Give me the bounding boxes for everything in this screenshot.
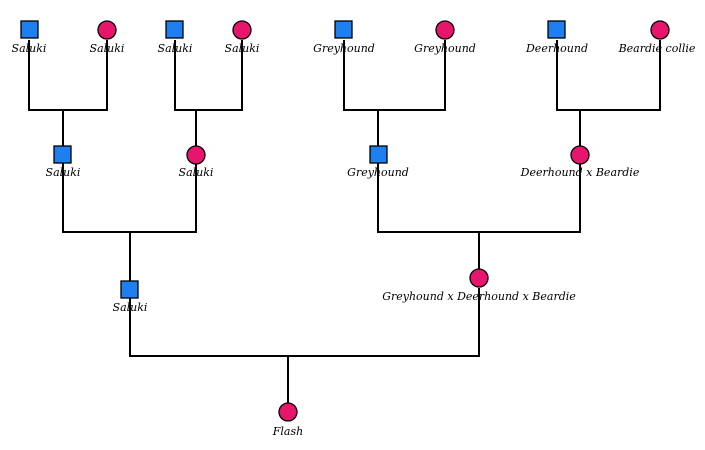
- individual-dam[interactable]: Greyhound x Deerhound x Beardie: [382, 268, 576, 303]
- individual-subject[interactable]: Flash: [272, 402, 303, 438]
- female-circle-icon: [570, 145, 590, 165]
- male-square-icon: [20, 20, 39, 39]
- female-circle-icon: [650, 20, 670, 40]
- connector-g1-g2: [62, 162, 197, 282]
- individual-gg4[interactable]: Saluki: [225, 20, 260, 55]
- connector-gg1-gg2: [28, 40, 108, 148]
- individual-label: Greyhound x Deerhound x Beardie: [382, 290, 576, 303]
- connector-sire-dam: [129, 288, 480, 406]
- individual-gg7[interactable]: Deerhound: [525, 20, 588, 55]
- individual-gg3[interactable]: Saluki: [158, 20, 193, 55]
- individual-gg5[interactable]: Greyhound: [313, 20, 375, 55]
- individual-gg2[interactable]: Saluki: [90, 20, 125, 55]
- female-circle-icon: [232, 20, 252, 40]
- male-square-icon: [369, 145, 388, 164]
- individual-g1[interactable]: Saluki: [46, 145, 81, 179]
- individual-label: Saluki: [113, 301, 148, 314]
- connector-gg7-gg8: [556, 40, 661, 148]
- individual-label: Greyhound: [414, 42, 476, 55]
- connector-gg3-gg4: [174, 40, 243, 148]
- individual-g3[interactable]: Greyhound: [347, 145, 409, 179]
- male-square-icon: [165, 20, 184, 39]
- individual-label: Saluki: [158, 42, 193, 55]
- individual-label: Saluki: [179, 166, 214, 179]
- male-square-icon: [120, 280, 139, 299]
- male-square-icon: [547, 20, 566, 39]
- individual-gg8[interactable]: Beardie collie: [618, 20, 696, 55]
- individual-label: Deerhound: [525, 42, 588, 55]
- individual-sire[interactable]: Saluki: [113, 280, 148, 314]
- individual-label: Saluki: [12, 42, 47, 55]
- individual-gg1[interactable]: Saluki: [12, 20, 47, 55]
- individual-label: Greyhound: [347, 166, 409, 179]
- female-circle-icon: [435, 20, 455, 40]
- individual-label: Flash: [272, 425, 303, 438]
- female-circle-icon: [186, 145, 206, 165]
- individual-label: Beardie collie: [618, 42, 696, 55]
- individual-g2[interactable]: Saluki: [179, 145, 214, 179]
- connector-g3-g4: [377, 162, 581, 270]
- female-circle-icon: [97, 20, 117, 40]
- connector-gg5-gg6: [343, 40, 446, 148]
- individual-label: Deerhound x Beardie: [520, 166, 640, 179]
- individual-label: Saluki: [225, 42, 260, 55]
- male-square-icon: [334, 20, 353, 39]
- individual-gg6[interactable]: Greyhound: [414, 20, 476, 55]
- male-square-icon: [53, 145, 72, 164]
- individual-g4[interactable]: Deerhound x Beardie: [520, 145, 640, 179]
- individual-label: Greyhound: [313, 42, 375, 55]
- individual-label: Saluki: [46, 166, 81, 179]
- female-circle-icon: [469, 268, 489, 288]
- connector-lines: [28, 40, 661, 406]
- female-circle-icon: [278, 402, 298, 422]
- individual-label: Saluki: [90, 42, 125, 55]
